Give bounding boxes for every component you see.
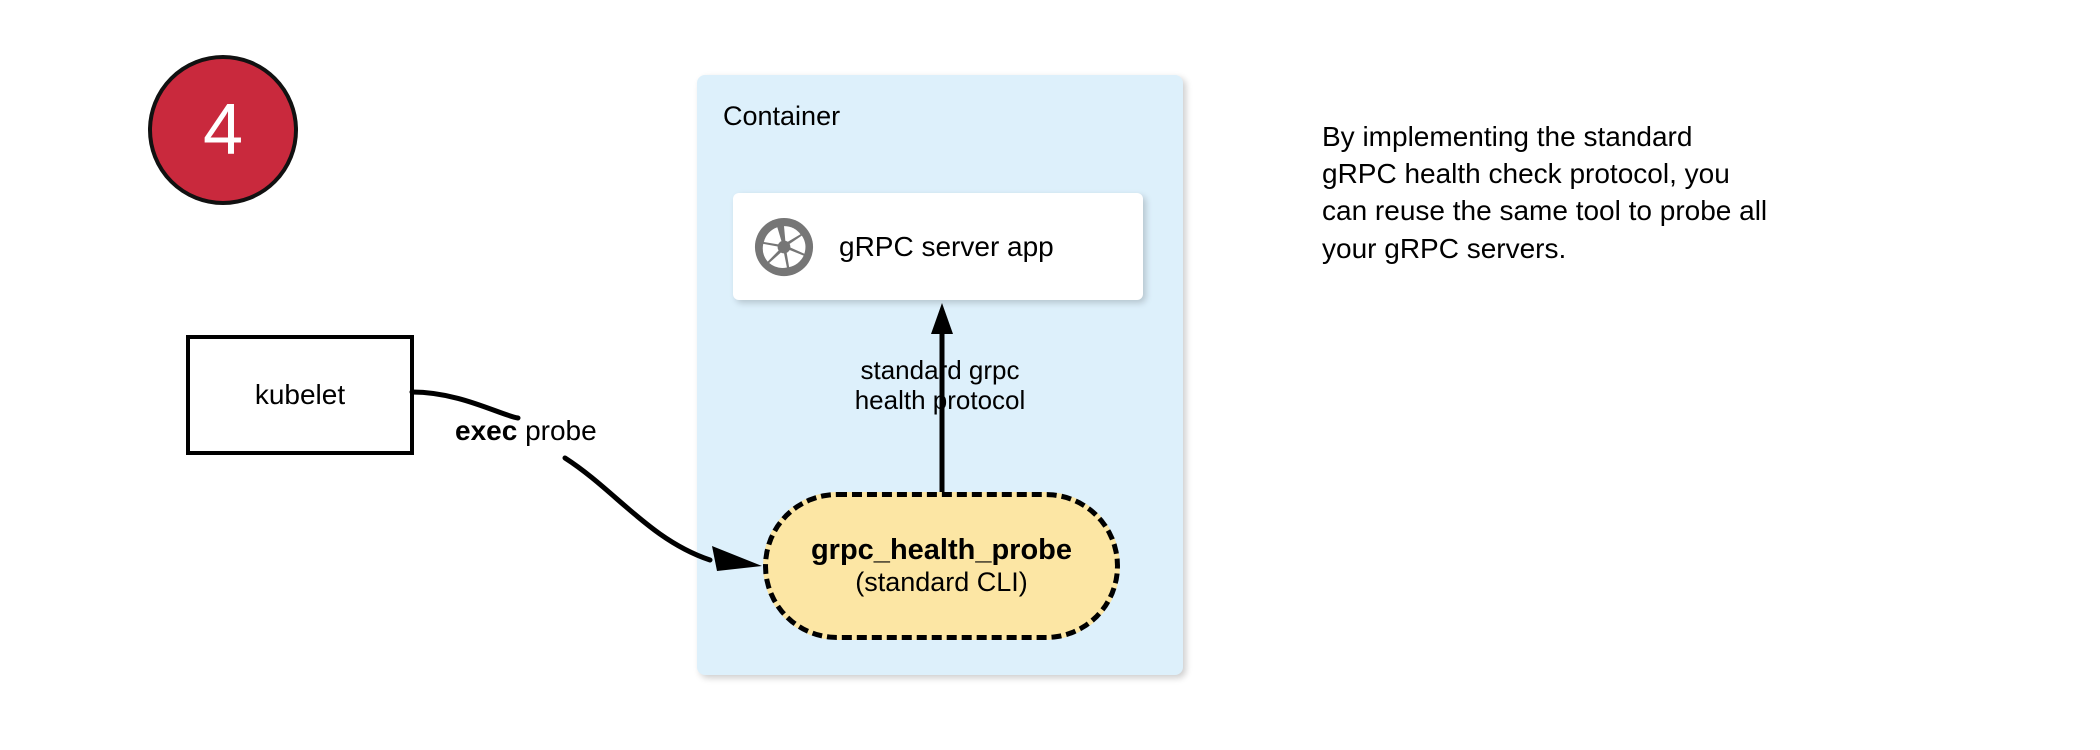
step-number-label: 4 [202,90,244,170]
standard-protocol-label: standard grpc health protocol [854,355,1026,416]
exec-probe-label: exec probe [455,415,597,447]
grpc-health-probe-title: grpc_health_probe [810,533,1073,566]
grpc-health-probe-subtitle: (standard CLI) [855,567,1028,598]
exec-probe-label-rest: probe [517,415,597,446]
kubelet-label: kubelet [254,379,346,410]
grpc-server-app-label: gRPC server app [839,230,1054,262]
grpc-health-probe-pill: grpc_health_probe (standard CLI) [763,492,1120,640]
aperture-icon [753,216,815,278]
step-number-badge: 4 [148,55,298,205]
kubelet-box: kubelet [186,335,414,455]
container-title: Container [723,101,841,131]
exec-probe-label-bold: exec [455,415,518,446]
side-note-text: By implementing the standard gRPC health… [1322,121,1768,264]
grpc-server-app-card: gRPC server app [733,193,1143,300]
